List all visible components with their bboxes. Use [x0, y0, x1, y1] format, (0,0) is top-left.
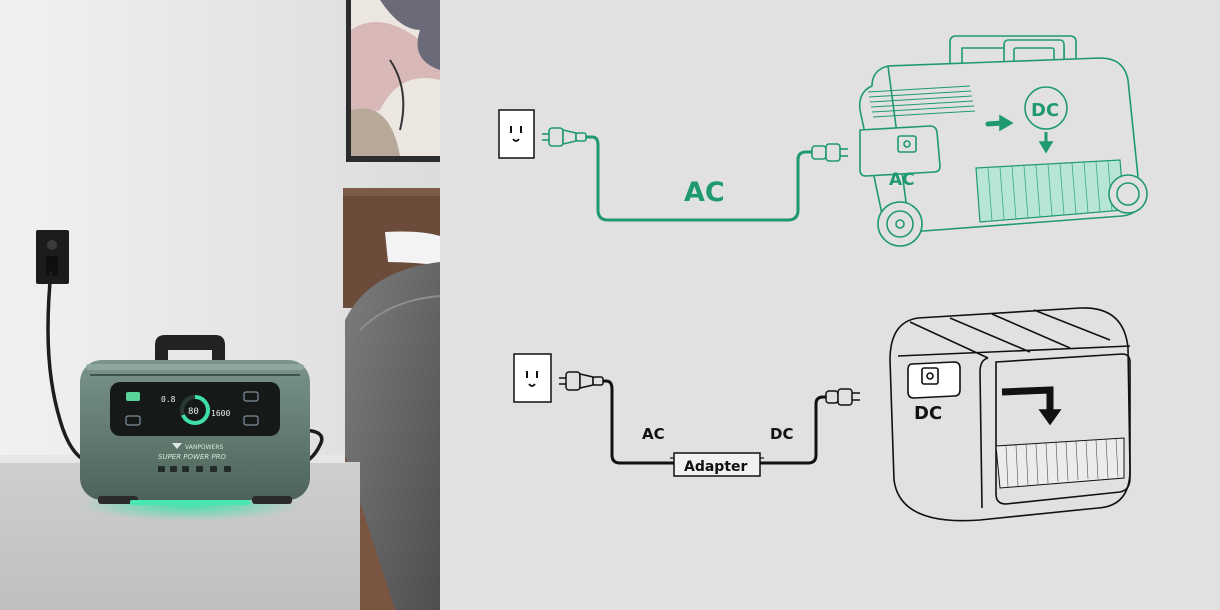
pillow — [385, 231, 440, 265]
wall-painting — [346, 0, 440, 162]
bottom-power-station — [889, 307, 1131, 522]
display-panel — [110, 382, 280, 436]
diagram-canvas: AC — [498, 35, 1148, 522]
power-station: 0.8 80 1600 VANPOWERS SUPER POWER PRO — [80, 335, 310, 505]
power-cord — [46, 271, 89, 464]
display-left-value: 0.8 — [161, 395, 176, 404]
top-unit-port-label: AC — [889, 170, 915, 190]
bottom-cable-right-label: DC — [770, 425, 793, 443]
top-ac-connector — [811, 143, 848, 162]
product-photo: 0.8 80 1600 VANPOWERS SUPER POWER PRO — [0, 0, 440, 610]
bottom-wall-outlet — [513, 353, 552, 403]
dc-charging-diagram: AC Adapter DC — [513, 307, 1131, 522]
bottom-dc-cable — [760, 395, 826, 465]
top-converter-label: DC — [1031, 100, 1059, 121]
bottom-ac-plug — [559, 371, 604, 391]
bottom-unit-port-label: DC — [914, 403, 942, 424]
brand-label: VANPOWERS — [185, 444, 224, 451]
bottom-dc-connector — [825, 388, 860, 406]
bottom-ac-cable — [603, 379, 674, 465]
top-wall-outlet — [498, 109, 535, 159]
bottom-cable-left-label: AC — [642, 425, 665, 443]
top-ac-cable — [586, 135, 812, 222]
top-cable-label: AC — [684, 177, 725, 208]
ac-charging-diagram: AC — [498, 35, 1148, 247]
display-battery-percent: 80 — [188, 407, 199, 417]
display-right-value: 1600 — [211, 409, 230, 418]
model-label: SUPER POWER PRO — [158, 453, 227, 461]
adapter-brick — [670, 452, 764, 477]
bed-blanket — [345, 262, 440, 610]
photo-scene: 0.8 80 1600 VANPOWERS SUPER POWER PRO — [0, 0, 440, 610]
adapter-label: Adapter — [684, 459, 748, 475]
top-ac-plug — [542, 127, 587, 147]
charging-diagrams: AC — [440, 0, 1220, 610]
top-power-station — [858, 35, 1148, 247]
wall-outlet — [36, 230, 69, 284]
